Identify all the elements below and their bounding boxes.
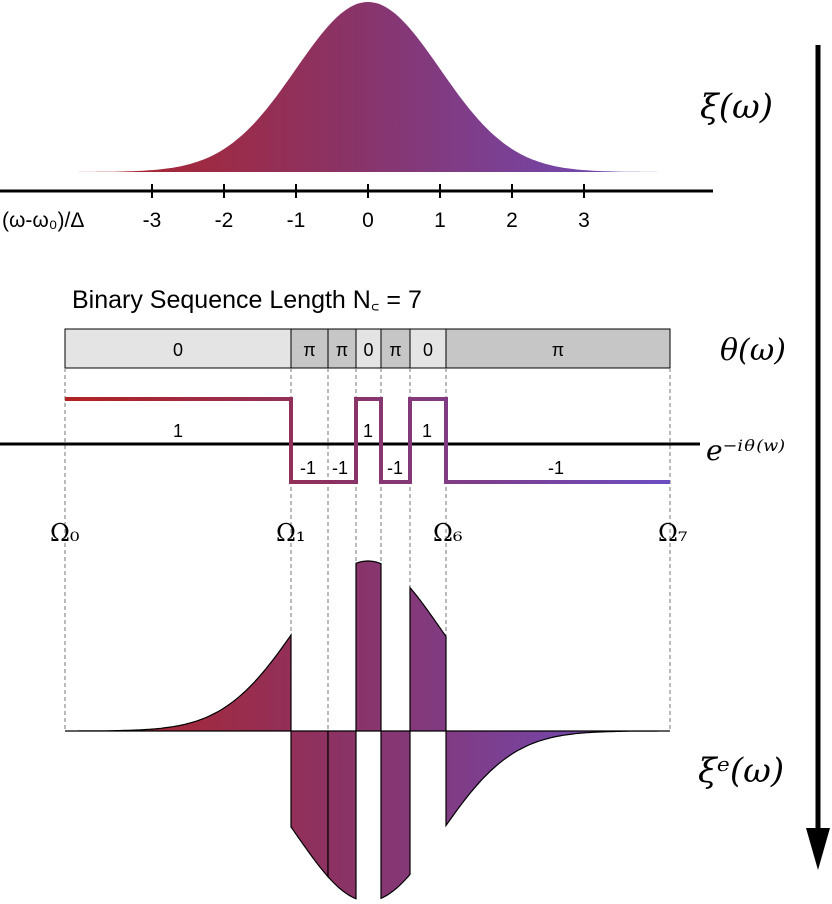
phase-box [445,328,671,369]
tick-label: 3 [578,209,590,232]
phase-value: π [336,340,348,360]
phase-box [64,328,292,369]
phase-box [409,328,447,369]
sign-value: -1 [332,458,348,478]
encoded-segment [445,730,670,828]
sign-value: -1 [548,458,564,478]
encoded-spectrum [65,560,670,900]
exp-label: e⁻ⁱᶿ⁽ʷ⁾ [706,434,785,467]
tick-label: 0 [362,209,374,232]
sign-value: 1 [173,421,183,441]
sign-square-wave [65,397,670,484]
phase-value: 0 [173,340,183,360]
omega-7: Ω₇ [658,519,688,547]
phase-box [355,328,382,369]
tick-label: -2 [215,209,234,232]
gaussian-spectrum [65,2,685,172]
tick-label: -3 [143,209,162,232]
phase-value: 0 [363,340,373,360]
sequence-title: Binary Sequence Length N꜀ = 7 [72,286,422,314]
phase-box [327,328,357,369]
phase-box [380,328,411,369]
phase-value: π [389,340,401,360]
tick-label: 2 [506,209,518,232]
encoded-segment [380,730,411,900]
omega-0: Ω₀ [50,519,80,547]
sign-value: -1 [387,458,403,478]
sign-value: -1 [300,458,316,478]
axis-label: (ω-ω₀)/Δ [2,209,84,232]
encoded-segment [290,730,329,879]
encoded-segment [327,730,357,900]
encoded-segment [355,560,382,732]
phase-label: θ(ω) [720,333,786,368]
spectrum-label: ξ(ω) [700,87,773,127]
process-arrow-head [806,828,830,870]
sign-value: 1 [422,421,432,441]
sign-value: 1 [363,421,373,441]
omega-1: Ω₁ [276,519,306,547]
axis-ticks: -3 -2 -1 0 1 2 3 [143,184,590,232]
tick-label: 1 [434,209,446,232]
tick-label: -1 [287,209,306,232]
phase-value: π [552,340,564,360]
encoded-segment [65,633,292,732]
omega-6: Ω₆ [433,519,463,547]
phase-value: π [303,340,315,360]
encoded-spectrum-label: ξᵉ(ω) [698,751,784,791]
encoded-segment [409,585,447,732]
phase-value: 0 [423,340,433,360]
sign-labels: 1 -1 -1 1 -1 1 -1 [173,421,564,478]
